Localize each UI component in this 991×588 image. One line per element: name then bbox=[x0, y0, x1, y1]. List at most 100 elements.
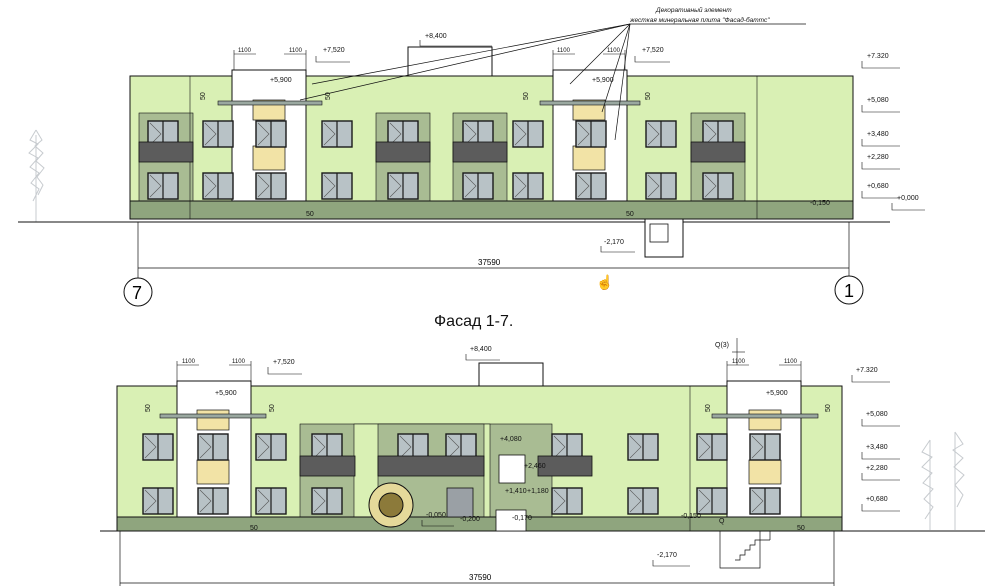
svg-text:50: 50 bbox=[269, 404, 276, 412]
elev-tag: +3,480 bbox=[866, 444, 888, 451]
svg-text:1100: 1100 bbox=[607, 48, 621, 54]
window bbox=[645, 172, 677, 200]
window bbox=[197, 487, 229, 515]
svg-text:1: 1 bbox=[844, 281, 854, 301]
window bbox=[696, 433, 728, 461]
round-window bbox=[368, 482, 414, 528]
annotation-text: жесткая минеральная плита "Фасад-баттс" bbox=[629, 16, 770, 24]
window bbox=[387, 172, 419, 200]
window bbox=[575, 172, 607, 200]
elev-tag: +7,520 bbox=[323, 47, 345, 54]
svg-text:50: 50 bbox=[626, 211, 634, 218]
svg-text:1100: 1100 bbox=[289, 48, 303, 54]
window bbox=[749, 487, 781, 515]
svg-text:1100: 1100 bbox=[232, 359, 246, 365]
window bbox=[142, 433, 174, 461]
elev-tag: +7.320 bbox=[867, 53, 889, 60]
svg-text:1100: 1100 bbox=[784, 359, 798, 365]
elev-tag: +2,280 bbox=[866, 465, 888, 472]
elev-tag: +8,400 bbox=[425, 33, 447, 40]
tree-icon bbox=[28, 129, 45, 222]
svg-text:50: 50 bbox=[523, 92, 530, 100]
window bbox=[255, 172, 287, 200]
window bbox=[255, 120, 287, 148]
window bbox=[321, 172, 353, 200]
window bbox=[142, 487, 174, 515]
elev-tag: +3,480 bbox=[867, 131, 889, 138]
elev-tag: -2,170 bbox=[604, 239, 624, 246]
window bbox=[311, 487, 343, 515]
elev-tag: -0,050 bbox=[426, 512, 446, 519]
window bbox=[575, 120, 607, 148]
window bbox=[749, 433, 781, 461]
window bbox=[696, 487, 728, 515]
svg-text:Q: Q bbox=[719, 518, 725, 525]
hand-cursor-icon: ☝ bbox=[596, 273, 613, 291]
elev-tag: +7,520 bbox=[642, 47, 664, 54]
window bbox=[627, 433, 659, 461]
elev-tag: +1,180 bbox=[527, 488, 549, 495]
elev-tag: +0,680 bbox=[867, 183, 889, 190]
svg-text:50: 50 bbox=[250, 525, 258, 532]
elev-tag: -0,150 bbox=[681, 513, 701, 520]
window bbox=[645, 120, 677, 148]
window-group bbox=[147, 120, 734, 200]
elev-tag: -0,150 bbox=[810, 200, 830, 207]
elev-tag: +5,900 bbox=[592, 77, 614, 84]
svg-text:50: 50 bbox=[306, 211, 314, 218]
elev-tag: +2,460 bbox=[524, 463, 546, 470]
window bbox=[255, 487, 287, 515]
svg-text:50: 50 bbox=[325, 92, 332, 100]
window bbox=[462, 172, 494, 200]
facade-1-7: 37590 7 1 ☝ 1100 1100 1100 1100 +8,400 bbox=[18, 6, 925, 307]
tree-icon bbox=[921, 431, 965, 530]
elev-tag: -0,200 bbox=[460, 516, 480, 523]
svg-text:7: 7 bbox=[132, 283, 142, 303]
elev-tag: +1,410 bbox=[505, 488, 527, 495]
window bbox=[202, 172, 234, 200]
facade-caption: Фасад 1-7. bbox=[434, 313, 513, 330]
window bbox=[197, 433, 229, 461]
elev-tag: +7.320 bbox=[856, 367, 878, 374]
elev-tag: +5,900 bbox=[270, 77, 292, 84]
svg-text:50: 50 bbox=[797, 525, 805, 532]
elev-tag: +8,400 bbox=[470, 346, 492, 353]
window bbox=[512, 172, 544, 200]
window bbox=[512, 120, 544, 148]
elev-tag: +5,900 bbox=[215, 390, 237, 397]
window bbox=[147, 172, 179, 200]
overall-dimension: 37590 bbox=[469, 573, 492, 582]
svg-text:50: 50 bbox=[645, 92, 652, 100]
elev-tag: +5,080 bbox=[867, 97, 889, 104]
elev-tag: +5,080 bbox=[866, 411, 888, 418]
elev-tag: +5,900 bbox=[766, 390, 788, 397]
window bbox=[702, 172, 734, 200]
annotation-text: Декоративный элемент bbox=[655, 6, 732, 14]
svg-text:1100: 1100 bbox=[182, 359, 196, 365]
svg-text:1100: 1100 bbox=[238, 48, 252, 54]
facade-7-1: 37590 1100 1100 1100 1100 Q(3) +8,400 +7… bbox=[100, 338, 985, 586]
elev-tag: +0,680 bbox=[866, 496, 888, 503]
window bbox=[627, 487, 659, 515]
window bbox=[551, 487, 583, 515]
elev-tag: Q(3) bbox=[715, 342, 729, 349]
svg-text:50: 50 bbox=[145, 404, 152, 412]
elev-tag: +2,280 bbox=[867, 154, 889, 161]
svg-text:50: 50 bbox=[200, 92, 207, 100]
axis-marker-right: 1 bbox=[834, 275, 864, 305]
svg-text:50: 50 bbox=[825, 404, 832, 412]
svg-text:1100: 1100 bbox=[732, 359, 746, 365]
window bbox=[202, 120, 234, 148]
overall-dimension: 37590 bbox=[478, 258, 501, 267]
elev-tag: -0,170 bbox=[512, 515, 532, 522]
svg-text:1100: 1100 bbox=[557, 48, 571, 54]
svg-text:50: 50 bbox=[705, 404, 712, 412]
window bbox=[255, 433, 287, 461]
elev-tag: +4,080 bbox=[500, 436, 522, 443]
elev-tag: -2,170 bbox=[657, 552, 677, 559]
axis-marker-left: 7 bbox=[123, 277, 153, 307]
elev-tag: +7,520 bbox=[273, 359, 295, 366]
elev-tag: +0,000 bbox=[897, 195, 919, 202]
window bbox=[321, 120, 353, 148]
